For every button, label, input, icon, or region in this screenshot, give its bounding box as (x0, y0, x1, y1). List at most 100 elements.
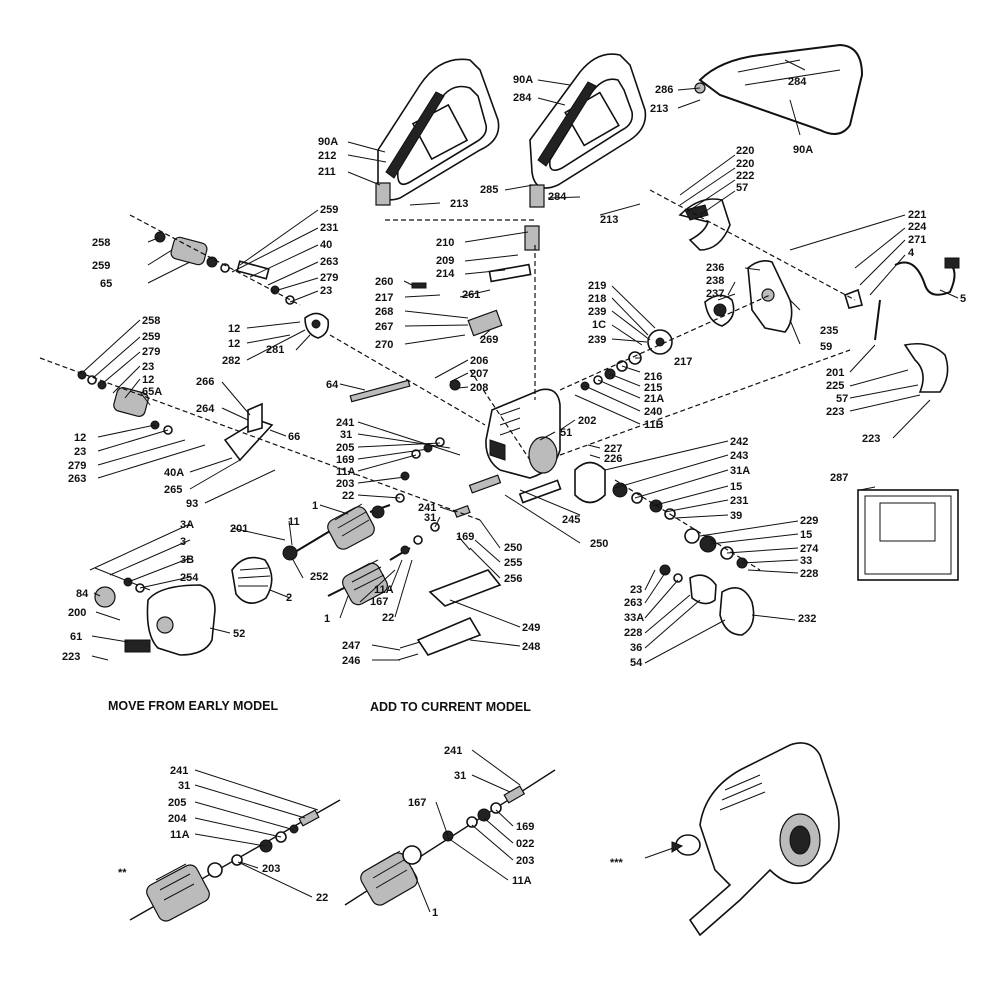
label-254: 254 (180, 572, 199, 584)
shoe-plates (397, 569, 502, 661)
label-231: 231 (730, 495, 748, 507)
label-217: 217 (375, 292, 393, 304)
label-207: 207 (470, 368, 488, 380)
label-279: 279 (68, 460, 86, 472)
label-57: 57 (736, 182, 748, 194)
label-65: 65 (100, 278, 112, 290)
label-263: 263 (624, 597, 642, 609)
label-270: 270 (375, 339, 393, 351)
label-241: 241 (418, 502, 436, 514)
label-15: 15 (730, 481, 742, 493)
label-228: 228 (624, 627, 642, 639)
label-215: 215 (644, 382, 662, 394)
label-223: 223 (62, 651, 80, 663)
current-model-caption: ADD TO CURRENT MODEL (370, 700, 531, 714)
early-model-inset (129, 799, 341, 922)
label-205: 205 (336, 442, 354, 454)
label-245: 245 (562, 514, 580, 526)
label-167: 167 (408, 797, 426, 809)
label-66: 66 (288, 431, 300, 443)
label-263: 263 (68, 473, 86, 485)
label-267: 267 (375, 321, 393, 333)
main-housing (485, 388, 561, 479)
label-231: 231 (320, 222, 338, 234)
label-268: 268 (375, 306, 393, 318)
label-241: 241 (170, 765, 188, 777)
label-169: 169 (516, 821, 534, 833)
label-271: 271 (908, 234, 926, 246)
armature-bottom (327, 535, 423, 606)
label-206: 206 (470, 355, 488, 367)
label-214: 214 (436, 268, 455, 280)
label-54: 54 (630, 657, 643, 669)
label-23: 23 (320, 285, 332, 297)
label-239: 239 (588, 334, 606, 346)
handle-assembly (678, 198, 960, 393)
label-11a: 11A (512, 875, 532, 887)
armature-top (289, 503, 391, 556)
label-239: 239 (588, 306, 606, 318)
label-218: 218 (588, 293, 606, 305)
label-40a: 40A (164, 467, 184, 479)
label-259: 259 (92, 260, 110, 272)
housing-inset (644, 742, 840, 937)
label-39: 39 (730, 510, 742, 522)
label-61: 61 (70, 631, 82, 643)
label-279: 279 (320, 272, 338, 284)
label-248: 248 (522, 641, 540, 653)
early-model-labels: 241 31 205 204 11A 203 22 ** (118, 765, 328, 904)
label-286: 286 (655, 84, 673, 96)
label-219: 219 (588, 280, 606, 292)
label-259: 259 (320, 204, 338, 216)
label-274: 274 (800, 543, 819, 555)
label-12: 12 (74, 432, 86, 444)
label-203: 203 (262, 863, 280, 875)
label-64: 64 (326, 379, 339, 391)
label-triple-star: *** (610, 857, 624, 869)
label-12: 12 (142, 374, 154, 386)
label-226: 226 (604, 453, 622, 465)
label-250: 250 (504, 542, 522, 554)
label-1c: 1C (592, 319, 606, 331)
label-65a: 65A (142, 386, 162, 398)
label-4: 4 (908, 247, 915, 259)
label-252: 252 (310, 571, 328, 583)
label-284: 284 (513, 92, 532, 104)
label-33: 33 (800, 555, 812, 567)
label-200: 200 (68, 607, 86, 619)
label-241: 241 (336, 417, 354, 429)
label-15: 15 (800, 529, 812, 541)
label-1: 1 (324, 613, 330, 625)
label-201: 201 (230, 523, 248, 535)
label-203: 203 (336, 478, 354, 490)
plunger-parts (395, 225, 562, 532)
label-213: 213 (600, 214, 618, 226)
center-blade-guard (529, 53, 647, 208)
label-256: 256 (504, 573, 522, 585)
motor-brush-top (154, 231, 330, 339)
label-284: 284 (548, 191, 567, 203)
label-264: 264 (196, 403, 215, 415)
label-204: 204 (168, 813, 187, 825)
label-236: 236 (706, 262, 724, 274)
label-258: 258 (92, 237, 110, 249)
label-31a: 31A (730, 465, 750, 477)
label-232: 232 (798, 613, 816, 625)
label-255: 255 (504, 557, 522, 569)
label-213: 213 (650, 103, 668, 115)
label-220: 220 (736, 145, 754, 157)
leader-lines (82, 59, 959, 913)
label-5: 5 (960, 293, 966, 305)
label-216: 216 (644, 371, 662, 383)
left-blade-guard (375, 58, 500, 206)
label-2: 2 (286, 592, 292, 604)
label-235: 235 (820, 325, 838, 337)
label-11b: 11B (644, 419, 664, 431)
label-84: 84 (76, 588, 89, 600)
motor-end-cap (94, 567, 216, 656)
label-266: 266 (196, 376, 214, 388)
current-model-inset (344, 769, 556, 906)
label-93: 93 (186, 498, 198, 510)
label-282: 282 (222, 355, 240, 367)
